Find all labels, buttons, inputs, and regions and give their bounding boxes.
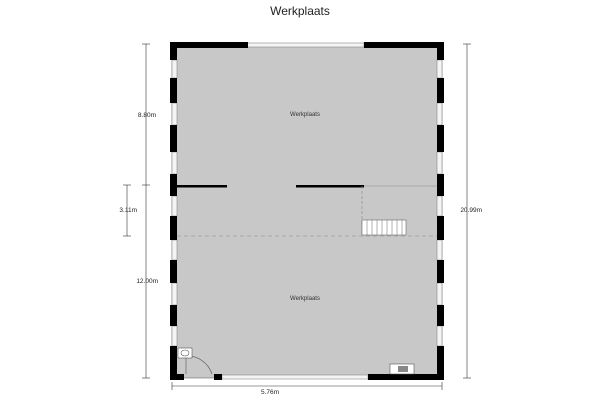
plan-title: Werkplaats — [270, 4, 330, 18]
dim-line-bottom — [171, 382, 443, 390]
dim-line-middle — [123, 184, 131, 237]
walls — [170, 42, 444, 380]
room-label-upper: Werkplaats — [290, 112, 320, 118]
dim-total-height: 20.99m — [460, 207, 482, 214]
dim-lower-height: 12.00m — [136, 278, 158, 285]
floor-area — [171, 43, 443, 379]
dim-line-right — [463, 43, 471, 379]
room-label-lower: Werkplaats — [290, 296, 320, 302]
dim-line-left — [142, 43, 150, 379]
dim-upper-height: 8.80m — [138, 112, 156, 119]
toilet — [177, 347, 193, 359]
dim-bottom-width: 5.76m — [261, 389, 279, 396]
stairs — [361, 219, 407, 236]
dim-middle-height: 3.11m — [119, 207, 137, 214]
appliance — [389, 363, 415, 375]
